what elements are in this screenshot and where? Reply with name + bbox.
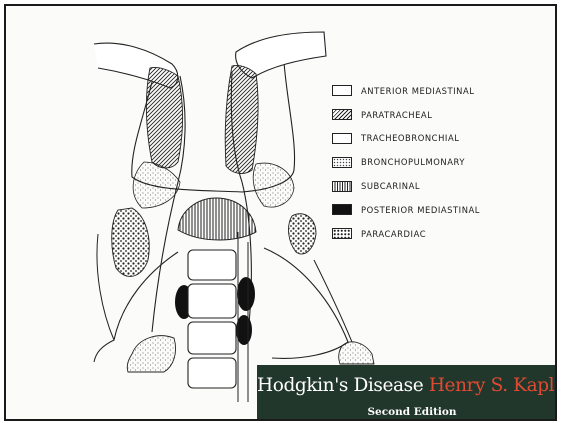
paracardiac-right-basal [339,342,374,364]
legend-label: TRACHEOBRONCHIAL [361,133,459,143]
legend-label: BRONCHOPULMONARY [361,157,465,167]
tracheobronchial-swatch [332,133,352,144]
bronchopulmonary-swatch [332,157,352,168]
legend-item: BRONCHOPULMONARY [332,150,552,174]
book-edition: Second Edition [257,406,557,418]
legend-label: SUBCARINAL [361,181,420,191]
legend-label: ANTERIOR MEDIASTINAL [361,86,475,96]
posterior-mediastinal-node-right-upper [237,277,255,311]
legend-item: PARATRACHEAL [332,103,552,127]
paracardiac-left-basal [127,336,175,372]
lung-outline-left [94,234,114,362]
book-title-banner: Hodgkin's Disease Henry S. Kaplan Second… [257,365,557,421]
legend-item: PARACARDIAC [332,222,552,246]
anterior-mediastinal-swatch [332,85,352,96]
spine [188,250,236,388]
book-title: Hodgkin's Disease [257,375,423,396]
paratracheal-left [146,67,182,168]
paracardiac-left-cluster [112,208,149,276]
figure-frame: ANTERIOR MEDIASTINAL PARATRACHEAL TRACHE… [4,4,557,421]
vertebra [188,250,236,280]
legend-label: PARATRACHEAL [361,110,432,120]
legend-label: PARACARDIAC [361,229,426,239]
vertebra [188,284,236,318]
subcarinal-node [178,198,256,240]
banner-title-line: Hodgkin's Disease Henry S. Kaplan [257,375,557,396]
bronchopulmonary-right [253,163,294,207]
legend-item: SUBCARINAL [332,174,552,198]
paratracheal-right [225,65,258,173]
lung-outline-right [314,260,352,342]
legend-item: POSTERIOR MEDIASTINAL [332,198,552,222]
posterior-mediastinal-swatch [332,204,352,215]
book-author: Henry S. Kaplan [429,375,557,396]
paratracheal-swatch [332,109,352,120]
legend-item: ANTERIOR MEDIASTINAL [332,79,552,103]
vertebra [188,358,236,388]
legend: ANTERIOR MEDIASTINAL PARATRACHEAL TRACHE… [332,79,552,246]
legend-item: TRACHEOBRONCHIAL [332,127,552,151]
legend-label: POSTERIOR MEDIASTINAL [361,205,480,215]
subcarinal-swatch [332,181,352,192]
vertebra [188,322,236,354]
paracardiac-right-cluster [289,214,316,254]
paracardiac-swatch [332,228,352,239]
